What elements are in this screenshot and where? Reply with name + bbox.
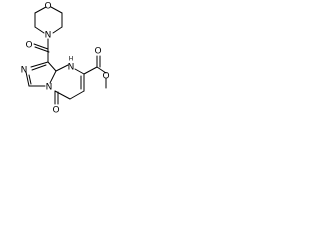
bond-amide-co-2 — [34, 46, 50, 53]
atom-imidazole-n: N — [21, 66, 28, 76]
bond-py-1 — [55, 64, 69, 72]
atom-bridgehead-n: N — [46, 83, 53, 93]
bond-ester-c — [83, 66, 98, 75]
structure-canvas: O N O N N N H O O O — [0, 0, 112, 131]
bond-im-2b — [28, 74, 32, 85]
bond-morph-5 — [34, 26, 45, 34]
bond-im-1 — [30, 61, 49, 68]
bond-im-2 — [25, 71, 30, 87]
atom-morpholine-n: N — [45, 31, 52, 41]
atom-amide-o: O — [25, 41, 32, 51]
atom-pyrimidinone-o: O — [52, 106, 59, 116]
atom-ester-o-methoxy: O — [102, 72, 109, 82]
bond-im-1b — [31, 64, 47, 71]
atom-morpholine-o: O — [44, 2, 51, 12]
bond-im-4 — [49, 70, 57, 84]
bond-py-2 — [74, 68, 85, 75]
bond-morph-1 — [34, 6, 47, 14]
bond-ester-o — [96, 66, 107, 74]
bond-morph-4 — [52, 26, 63, 34]
bond-im-5 — [47, 61, 57, 72]
molecule-diagram: O N O N N N H O O O — [21, 2, 110, 116]
bond-amide-co-1 — [33, 43, 49, 50]
bond-py-5 — [54, 90, 71, 100]
atom-ester-o-carbonyl: O — [94, 47, 101, 57]
atom-nh-n: N — [68, 63, 75, 73]
atom-nh-h: H — [69, 56, 74, 63]
bond-morph-2 — [50, 6, 63, 14]
bond-py-4 — [69, 90, 85, 100]
